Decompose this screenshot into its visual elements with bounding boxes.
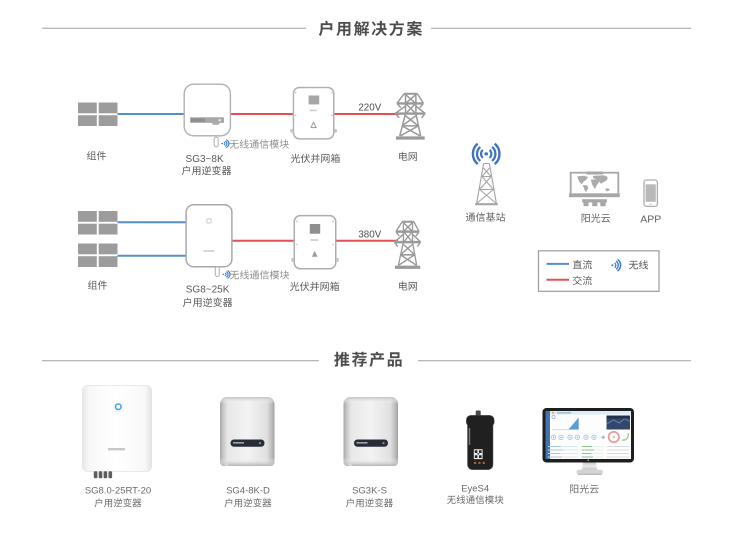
svg-text:SG3K-S: SG3K-S: [352, 486, 387, 497]
svg-text:EyeS4: EyeS4: [461, 484, 489, 495]
svg-text:380V: 380V: [358, 229, 381, 240]
svg-text:SG3~8K: SG3~8K: [186, 154, 224, 165]
svg-text:220V: 220V: [358, 102, 381, 113]
svg-text:SG8~25K: SG8~25K: [186, 285, 230, 296]
svg-text:SG8.0-25RT-20: SG8.0-25RT-20: [85, 486, 151, 497]
svg-text:APP: APP: [640, 214, 661, 226]
svg-text:SG4-8K-D: SG4-8K-D: [226, 486, 270, 497]
